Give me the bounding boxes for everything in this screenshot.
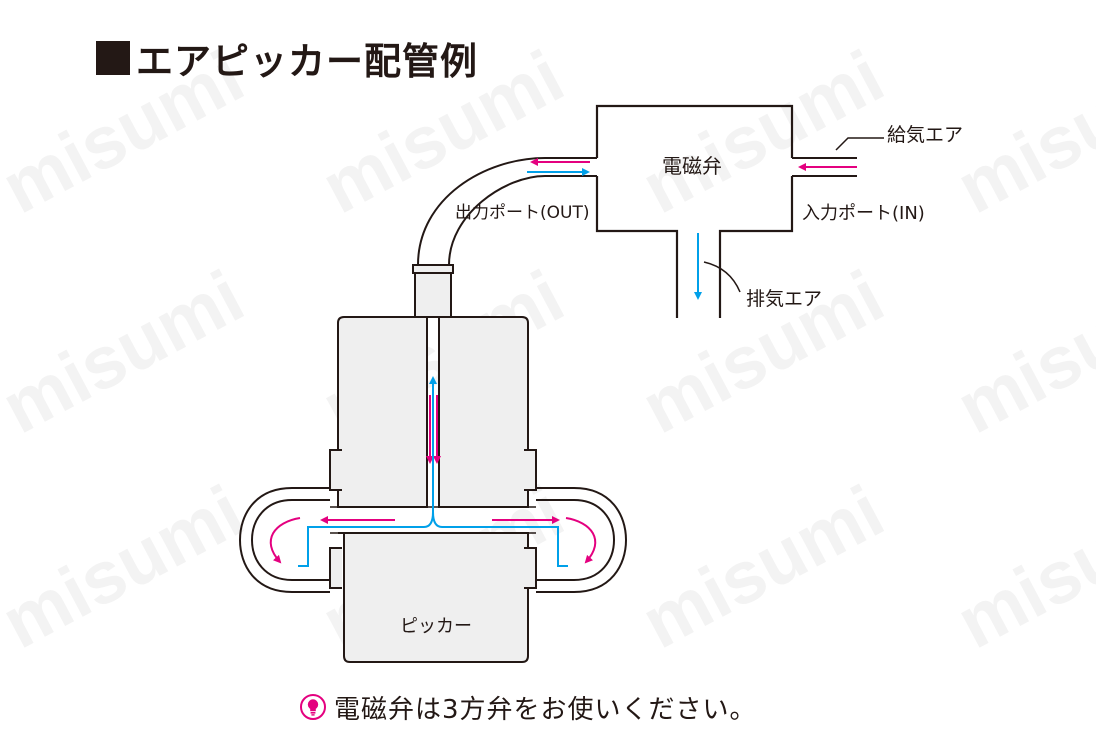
- watermark-text: misumi: [944, 34, 1096, 229]
- side-tube-left: [250, 499, 330, 581]
- note-row: 電磁弁は3方弁をお使いください。: [300, 690, 757, 725]
- note-text: 電磁弁は3方弁をお使いください。: [334, 694, 757, 725]
- picker-upper-body: [337, 316, 529, 508]
- label-solenoid-valve: 電磁弁: [662, 154, 722, 178]
- tube-fitting: [412, 264, 454, 318]
- label-input-port: 入力ポート(IN): [802, 203, 925, 224]
- return-air-arrows: [298, 168, 702, 567]
- supply-arrow: [565, 517, 597, 564]
- side-tube-right: [536, 499, 616, 581]
- watermark-text: misumi: [0, 469, 256, 664]
- title-bullet: [96, 41, 130, 75]
- output-tube: [448, 175, 597, 266]
- return-arrow: [488, 526, 568, 567]
- exhaust-air-leader: [703, 261, 741, 293]
- picker-lower-body: [338, 532, 529, 663]
- supply-air-arrows: [269, 158, 857, 564]
- return-arrow: [432, 511, 488, 528]
- watermark-text: misumi: [944, 469, 1096, 664]
- side-clamp-right: [524, 449, 537, 589]
- supply-air-leader: [835, 137, 884, 151]
- side-clamp-left: [329, 449, 342, 589]
- watermark-text: misumi: [629, 254, 897, 449]
- watermark-text: misumi: [944, 254, 1096, 449]
- solenoid-valve-outline: [595, 104, 794, 318]
- label-exhaust-air: 排気エア: [746, 288, 823, 310]
- watermark-text: misumi: [629, 469, 897, 664]
- side-tube-right: [536, 487, 628, 593]
- watermark-text: misumi: [0, 254, 256, 449]
- label-supply-air: 給気エア: [887, 124, 964, 146]
- side-tube-left: [238, 487, 330, 593]
- label-output-port: 出力ポート(OUT): [455, 203, 590, 223]
- watermark-text: misumi: [629, 34, 897, 229]
- lightbulb-icon: [300, 694, 326, 720]
- return-arrow: [298, 526, 378, 567]
- title-row: エアピッカー配管例: [96, 34, 478, 83]
- page-title: エアピッカー配管例: [136, 40, 478, 83]
- supply-arrow: [269, 517, 301, 564]
- label-picker: ピッカー: [400, 616, 472, 637]
